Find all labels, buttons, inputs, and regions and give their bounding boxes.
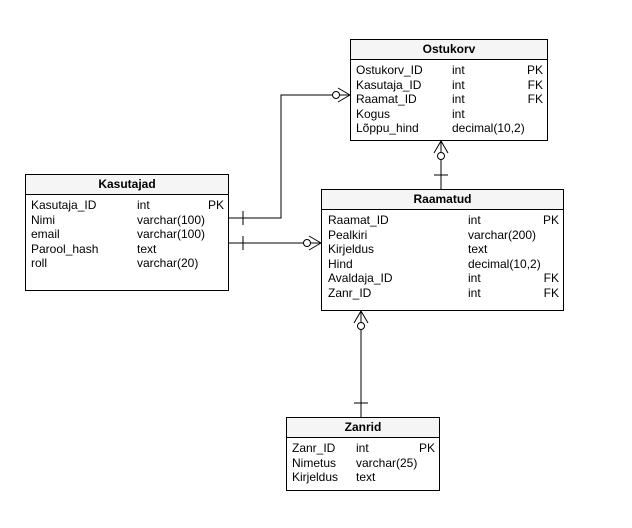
column-type: int xyxy=(468,213,481,227)
column-type: int xyxy=(452,106,465,121)
column-row: Avaldaja_ID int FK xyxy=(322,271,563,286)
column-name: Nimetus xyxy=(292,455,337,470)
column-row: Nimetus varchar(25) xyxy=(287,456,439,471)
entity-title: Ostukorv xyxy=(351,40,547,60)
column-row: email varchar(100) xyxy=(26,227,228,242)
column-type: varchar(100) xyxy=(137,212,206,227)
column-name: Pealkiri xyxy=(328,227,368,242)
entity-kasutajad[interactable]: Kasutajad Kasutaja_ID int PK Nimi varchar(10… xyxy=(25,174,229,291)
column-type: varchar(100) xyxy=(137,227,206,241)
column-row: Raamat_ID int PK xyxy=(322,213,563,228)
column-name: Kirjeldus xyxy=(328,242,375,256)
column-row: Kogus int xyxy=(351,107,547,122)
column-type: int xyxy=(137,198,150,212)
relationship-kasutajad-ostukorv xyxy=(229,87,351,225)
column-row: Parool_hash text xyxy=(26,242,228,257)
column-name: Kogus xyxy=(356,106,391,121)
column-row: Nimi varchar(100) xyxy=(26,213,228,228)
column-name: Zanr_ID xyxy=(328,285,372,300)
column-key: PK xyxy=(542,213,559,227)
entity-columns: Kasutaja_ID int PK Nimi varchar(100) email var… xyxy=(26,195,228,271)
column-row: Kirjeldus text xyxy=(287,470,439,485)
column-key: FK xyxy=(543,271,559,285)
column-key: FK xyxy=(543,285,559,300)
column-key: FK xyxy=(527,77,543,92)
column-name: roll xyxy=(31,256,48,270)
column-type: text xyxy=(137,241,157,256)
column-row: Raamat_ID int FK xyxy=(351,92,547,107)
column-row: Pealkiri varchar(200) xyxy=(322,228,563,243)
column-type: decimal(10,2) xyxy=(468,256,541,271)
column-key: PK xyxy=(207,198,224,212)
entity-title: Kasutajad xyxy=(26,175,228,195)
column-type: decimal(10,2) xyxy=(452,121,525,135)
column-name: Ostukorv_ID xyxy=(356,63,423,77)
column-row: roll varchar(20) xyxy=(26,256,228,271)
column-type: int xyxy=(452,92,465,106)
entity-title: Zanrid xyxy=(287,418,439,438)
column-key: FK xyxy=(527,92,543,106)
column-type: varchar(20) xyxy=(137,256,199,270)
column-row: Hind decimal(10,2) xyxy=(322,257,563,272)
relationship-kasutajad-raamatud xyxy=(229,235,322,251)
column-name: Kasutaja_ID xyxy=(356,77,422,92)
column-type: varchar(25) xyxy=(356,455,418,470)
column-key: PK xyxy=(418,441,435,455)
column-row: Kasutaja_ID int PK xyxy=(26,198,228,213)
column-type: varchar(200) xyxy=(468,227,537,242)
column-type: int xyxy=(356,441,369,455)
column-name: Kasutaja_ID xyxy=(31,198,97,212)
column-row: Kirjeldus text xyxy=(322,242,563,257)
column-type: int xyxy=(452,63,465,77)
column-name: email xyxy=(31,227,60,241)
column-row: Kasutaja_ID int FK xyxy=(351,78,547,93)
column-type: int xyxy=(468,271,481,285)
column-row: Ostukorv_ID int PK xyxy=(351,63,547,78)
relationship-raamatud-ostukorv xyxy=(433,140,449,189)
column-name: Parool_hash xyxy=(31,241,99,256)
column-type: text xyxy=(468,242,488,256)
column-name: Raamat_ID xyxy=(328,213,389,227)
column-name: Avaldaja_ID xyxy=(328,271,393,285)
column-name: Raamat_ID xyxy=(356,92,417,106)
column-name: Lõppu_hind xyxy=(356,121,419,135)
relationship-zanrid-raamatud xyxy=(353,310,369,417)
column-name: Nimi xyxy=(31,212,55,227)
column-row: Zanr_ID int PK xyxy=(287,441,439,456)
column-type: text xyxy=(356,470,376,484)
column-name: Hind xyxy=(328,256,353,271)
column-name: Zanr_ID xyxy=(292,441,336,455)
column-key: PK xyxy=(526,63,543,77)
column-name: Kirjeldus xyxy=(292,470,339,484)
column-type: int xyxy=(452,77,465,92)
column-row: Lõppu_hind decimal(10,2) xyxy=(351,121,547,136)
entity-title: Raamatud xyxy=(322,190,563,210)
column-type: int xyxy=(468,285,481,300)
entity-columns: Zanr_ID int PK Nimetus varchar(25) Kirjeldus t… xyxy=(287,438,439,485)
column-row: Zanr_ID int FK xyxy=(322,286,563,301)
